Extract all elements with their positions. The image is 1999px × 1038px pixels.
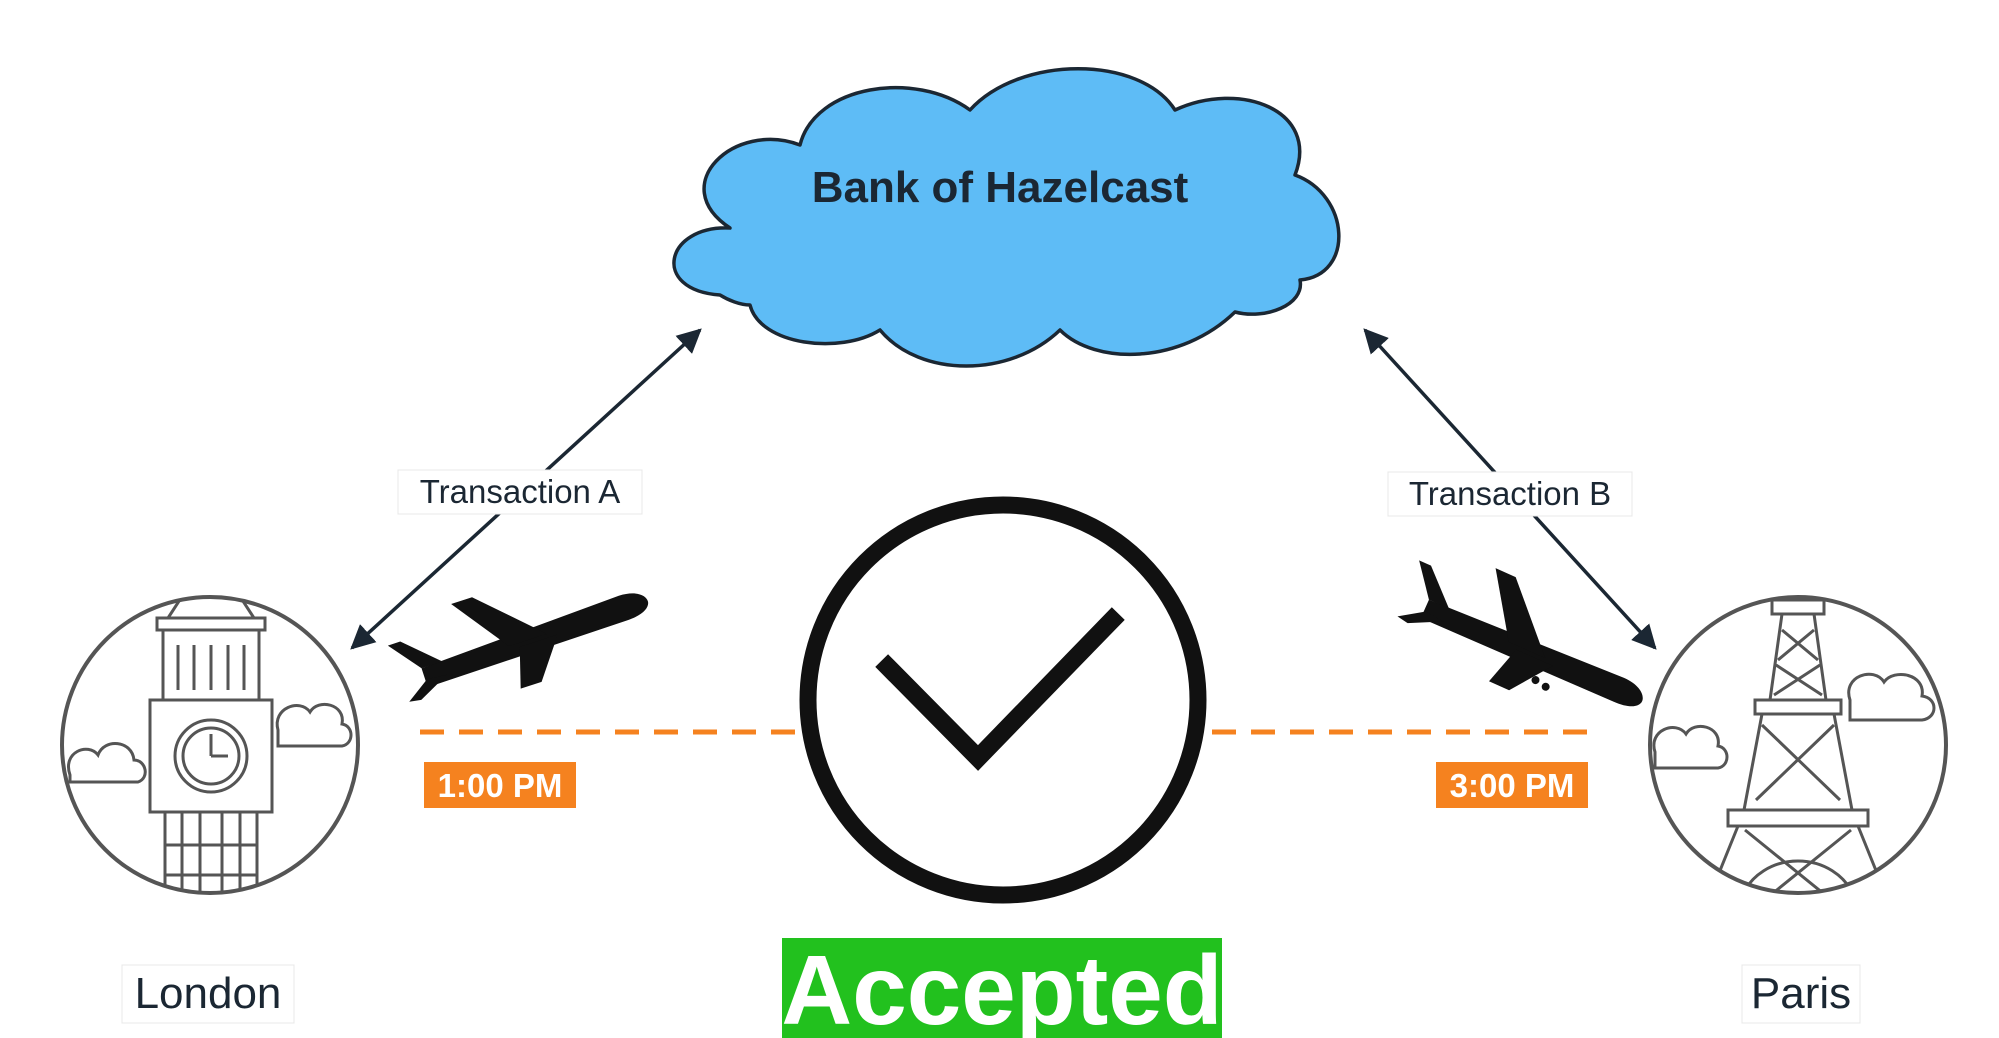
- london-label: London: [135, 969, 282, 1018]
- cloud-icon: [672, 67, 1341, 368]
- time-badge-left: 1:00 PM: [424, 762, 576, 808]
- bank-cloud: Bank of Hazelcast: [672, 67, 1341, 368]
- transaction-a-label: Transaction A: [420, 473, 621, 510]
- big-ben-icon: [60, 595, 360, 895]
- time-right-label: 3:00 PM: [1450, 767, 1575, 804]
- transaction-b-label: Transaction B: [1409, 475, 1611, 512]
- time-left-label: 1:00 PM: [438, 767, 563, 804]
- transaction-b-tag: Transaction B: [1387, 471, 1633, 517]
- check-circle-icon: [799, 496, 1207, 904]
- accepted-badge: Accepted: [781, 935, 1223, 1038]
- paris-tag: Paris: [1741, 964, 1861, 1024]
- airplane-landing-icon: [1397, 560, 1643, 707]
- accepted-label: Accepted: [781, 935, 1222, 1038]
- london-tag: London: [121, 964, 295, 1024]
- bank-label: Bank of Hazelcast: [812, 163, 1189, 212]
- time-badge-right: 3:00 PM: [1436, 762, 1588, 808]
- transaction-a-tag: Transaction A: [397, 469, 643, 515]
- paris-label: Paris: [1751, 969, 1851, 1018]
- eiffel-tower-icon: [1648, 595, 1948, 895]
- airplane-takeoff-icon: [387, 593, 649, 702]
